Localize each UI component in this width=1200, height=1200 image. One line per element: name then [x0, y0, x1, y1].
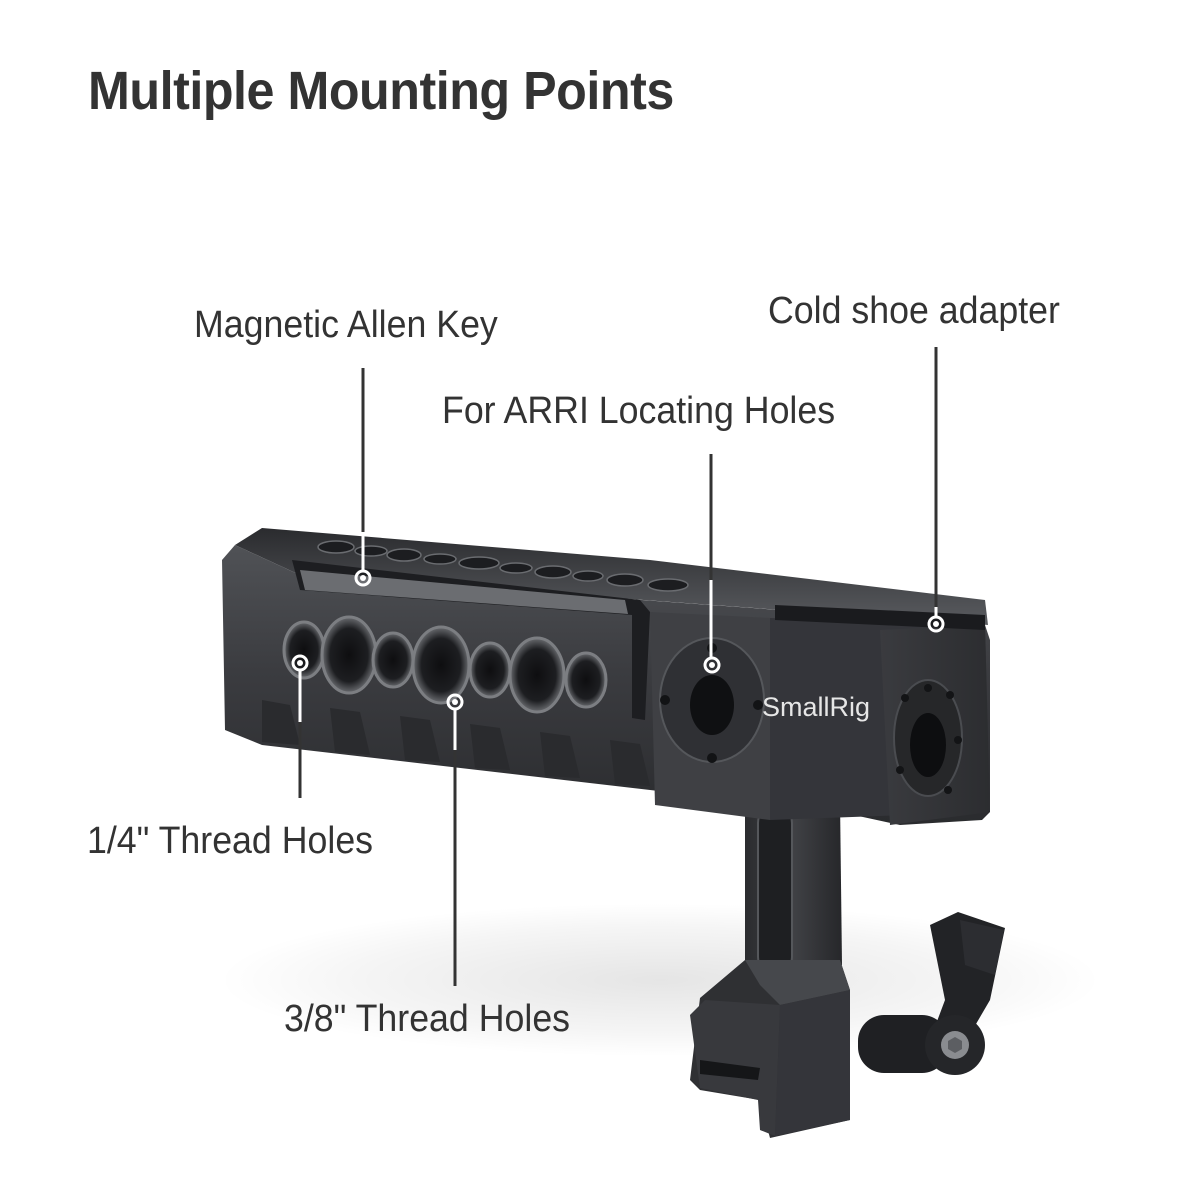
marker-ring-icon	[354, 569, 372, 587]
callout-label-magnetic-allen-key: Magnetic Allen Key	[194, 304, 498, 346]
callout-label-three-eighths-thread-holes: 3/8" Thread Holes	[284, 998, 571, 1040]
brand-logo: SmallRig	[762, 692, 870, 722]
callout-magnetic-allen-key	[354, 368, 372, 587]
callout-arri-locating-holes	[703, 454, 721, 674]
callout-label-cold-shoe-adapter: Cold shoe adapter	[768, 290, 1060, 332]
callout-label-quarter-inch-thread-holes: 1/4" Thread Holes	[87, 820, 374, 862]
handle-body: SmallRig	[222, 528, 990, 825]
clamp-lever	[858, 912, 1005, 1075]
callout-label-arri-locating-holes: For ARRI Locating Holes	[442, 390, 836, 432]
callout-cold-shoe-adapter	[927, 347, 945, 633]
callout-quarter-inch-thread-holes	[291, 654, 309, 798]
handle-post	[690, 790, 850, 1138]
marker-ring-icon	[927, 615, 945, 633]
page-title: Multiple Mounting Points	[88, 61, 674, 121]
marker-ring-icon	[703, 656, 721, 674]
callout-three-eighths-thread-holes	[446, 693, 464, 986]
